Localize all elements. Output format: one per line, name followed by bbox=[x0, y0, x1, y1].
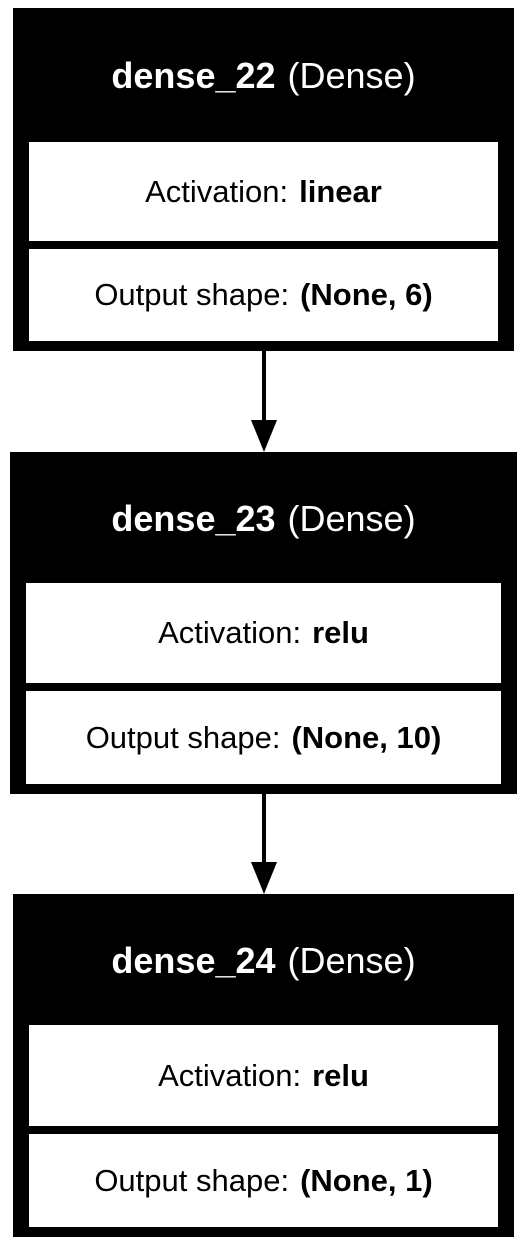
layer-name: dense_22 bbox=[111, 55, 276, 96]
output-shape-label: Output shape: bbox=[94, 1162, 290, 1198]
layer-header: dense_22 (Dense) bbox=[17, 12, 510, 140]
output-shape-value: (None, 10) bbox=[291, 719, 442, 755]
output-shape-row: Output shape: (None, 10) bbox=[24, 689, 503, 786]
layer-name: dense_24 bbox=[111, 939, 276, 981]
layer-node-dense-24: dense_24 (Dense) Activation: relu Output… bbox=[13, 894, 514, 1237]
arrowhead-icon bbox=[251, 420, 277, 452]
output-shape-row: Output shape: (None, 6) bbox=[27, 247, 500, 343]
layer-type: (Dense) bbox=[287, 55, 416, 96]
layer-type: (Dense) bbox=[287, 939, 416, 981]
layer-type: (Dense) bbox=[287, 497, 416, 539]
output-shape-value: (None, 6) bbox=[300, 277, 433, 312]
activation-value: relu bbox=[312, 1057, 369, 1093]
activation-value: linear bbox=[299, 173, 382, 209]
output-shape-row: Output shape: (None, 1) bbox=[27, 1132, 500, 1229]
activation-row: Activation: linear bbox=[27, 140, 500, 243]
activation-label: Activation: bbox=[145, 173, 289, 209]
activation-row: Activation: relu bbox=[24, 581, 503, 685]
activation-row: Activation: relu bbox=[27, 1023, 500, 1128]
arrowhead-icon bbox=[251, 862, 277, 894]
activation-label: Activation: bbox=[158, 1057, 302, 1093]
layer-node-dense-23: dense_23 (Dense) Activation: relu Output… bbox=[10, 452, 517, 794]
activation-value: relu bbox=[312, 615, 369, 650]
output-shape-value: (None, 1) bbox=[300, 1162, 433, 1198]
output-shape-label: Output shape: bbox=[94, 277, 290, 312]
layer-header: dense_24 (Dense) bbox=[17, 898, 510, 1023]
layer-node-dense-22: dense_22 (Dense) Activation: linear Outp… bbox=[13, 8, 514, 351]
layer-header: dense_23 (Dense) bbox=[14, 456, 513, 581]
output-shape-label: Output shape: bbox=[85, 719, 281, 755]
layer-name: dense_23 bbox=[111, 497, 276, 539]
activation-label: Activation: bbox=[158, 615, 302, 650]
